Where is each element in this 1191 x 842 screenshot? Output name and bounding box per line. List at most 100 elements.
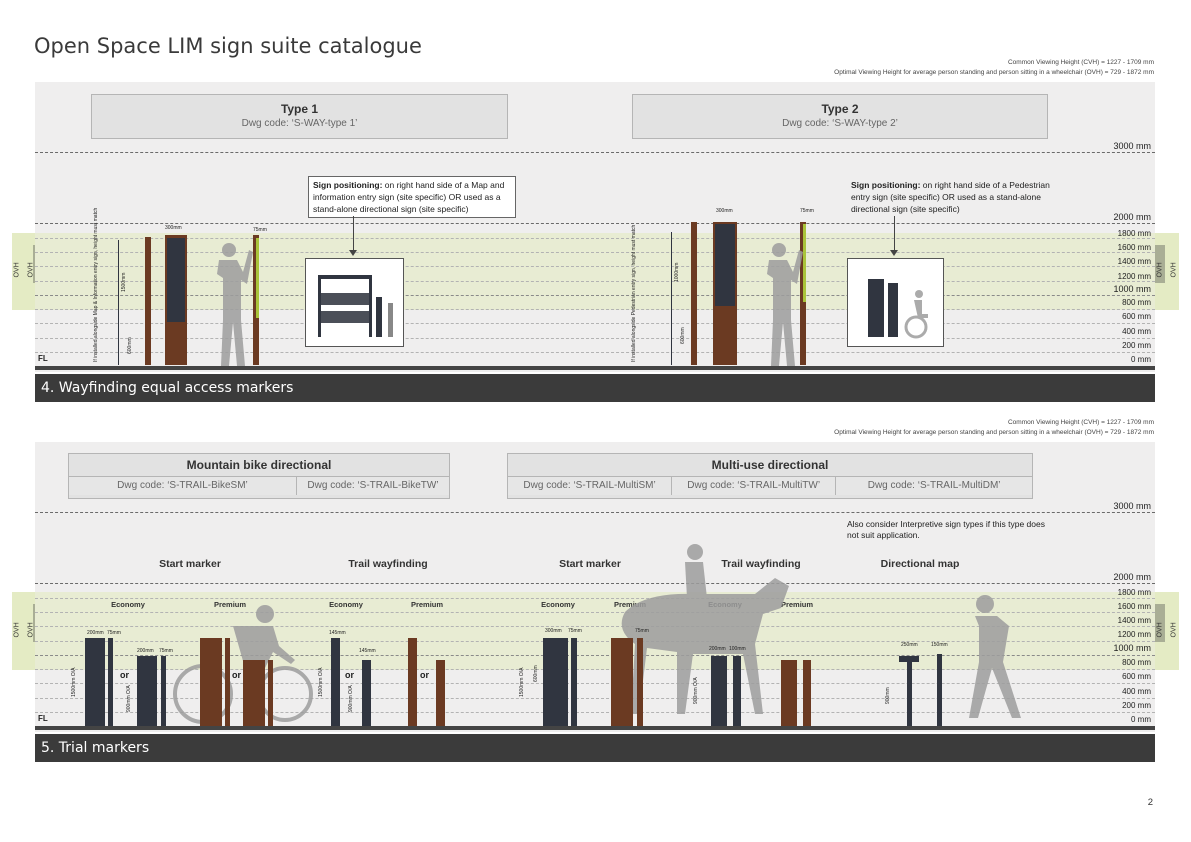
mtb-code-tw: Dwg code: ‘S-TRAIL-BikeTW’ xyxy=(295,477,449,495)
line-400 xyxy=(35,338,1155,339)
floor-label-2: FL xyxy=(38,714,48,723)
type1-inset xyxy=(305,258,404,347)
type2-arrow-head xyxy=(890,250,898,256)
line-800 xyxy=(35,309,1155,310)
line-1800-2 xyxy=(35,598,1155,599)
multi-start-premium-w75: 75mm xyxy=(635,628,649,634)
type1-title: Type 1 xyxy=(280,102,319,116)
type2-sign-panel xyxy=(715,224,735,306)
mtb-trail-premium-short xyxy=(436,660,445,726)
type2-edge-stripe xyxy=(803,224,806,302)
inset-frame-left xyxy=(318,275,321,337)
dim-line xyxy=(118,240,119,365)
ovh-note: Optimal Viewing Height for average perso… xyxy=(834,69,1154,76)
tier-premium-2: Premium xyxy=(410,600,444,609)
multi-code-sm: Dwg code: ‘S-TRAIL-MultiSM’ xyxy=(508,477,672,495)
type2-inset xyxy=(847,258,944,347)
multi-trail-economy-sign xyxy=(711,656,727,726)
label-1600-2: 1600 mm xyxy=(1117,602,1151,611)
label-0-2: 0 mm xyxy=(1131,715,1151,724)
group-mtb-start: Start marker xyxy=(159,558,221,570)
multi-start-w300: 300mm xyxy=(545,628,562,634)
ovh-label-left: OVH xyxy=(13,262,21,278)
mtb-box: Mountain bike directional Dwg code: ‘S-T… xyxy=(68,453,450,499)
type2-width-75: 75mm xyxy=(800,208,814,214)
cvh-note: Common Viewing Height (CVH) = 1227 - 170… xyxy=(1007,59,1154,66)
ovh-label-left-inner: OVH xyxy=(27,262,35,278)
type2-callout-bold: Sign positioning: xyxy=(851,180,921,190)
line-200 xyxy=(35,352,1155,353)
multi-trail-w200: 200mm xyxy=(709,646,726,652)
label-2000-2: 2000 mm xyxy=(1113,572,1151,582)
multi-trail-economy-edge xyxy=(733,656,741,726)
multi-codes: Dwg code: ‘S-TRAIL-MultiSM’ Dwg code: ‘S… xyxy=(508,476,1032,495)
type2-side-post xyxy=(691,222,697,365)
inset-marker xyxy=(376,297,382,337)
mtb-start-premium-short xyxy=(243,660,265,726)
mtb-title: Mountain bike directional xyxy=(186,458,332,472)
inset-panel-b xyxy=(321,311,369,323)
label-1400: 1400 mm xyxy=(1117,257,1151,266)
section5-bar-label: 5. Trial markers xyxy=(41,740,150,756)
horse-rider-icon xyxy=(621,544,789,714)
type1-callout-box xyxy=(308,176,516,218)
line-3000-2 xyxy=(35,512,1155,513)
multi-trail-dim-900: 900mm O/A xyxy=(693,677,699,704)
multi-start-dim-600: 600mm xyxy=(533,665,539,682)
mtb-trail-w145: 145mm xyxy=(329,630,346,636)
inset-frame-top xyxy=(318,275,372,279)
multi-start-premium-edge xyxy=(637,638,643,726)
label-200-2: 200 mm xyxy=(1122,701,1151,710)
type2-code: Dwg code: ‘S-WAY-type 2’ xyxy=(782,118,898,129)
line-1800 xyxy=(35,238,1155,239)
mtb-trail-premium-post xyxy=(408,638,417,726)
type1-code: Dwg code: ‘S-WAY-type 1’ xyxy=(241,118,358,129)
mtb-code-sm: Dwg code: ‘S-TRAIL-BikeSM’ xyxy=(69,477,296,495)
cvh-note-2: Common Viewing Height (CVH) = 1227 - 170… xyxy=(1007,419,1154,426)
floor-line xyxy=(35,366,1155,370)
label-1200: 1200 mm xyxy=(1117,272,1151,281)
type1-callout: Sign positioning: on right hand side of … xyxy=(313,179,513,215)
inset-person xyxy=(388,303,393,337)
label-1400-2: 1400 mm xyxy=(1117,616,1151,625)
ovh-label-right-inner-2: OVH xyxy=(1156,622,1164,638)
hiker-icon xyxy=(969,595,1021,718)
ovh-label-left-2: OVH xyxy=(13,622,21,638)
mtb-start-dim-1500: 1500mm O/A xyxy=(71,667,77,697)
map-w250: 250mm xyxy=(901,642,918,648)
mtb-codes: Dwg code: ‘S-TRAIL-BikeSM’ Dwg code: ‘S-… xyxy=(69,476,449,495)
tier-premium-1: Premium xyxy=(213,600,247,609)
map-lectern-head xyxy=(899,656,919,662)
inset-panel-a xyxy=(321,293,369,305)
multi-start-premium-sign xyxy=(611,638,633,726)
or-label-2: or xyxy=(232,670,241,680)
multi-trail-premium-edge xyxy=(803,660,811,726)
map-w150: 150mm xyxy=(931,642,948,648)
line-1000 xyxy=(35,295,1155,296)
mtb-trail-economy-short xyxy=(362,660,371,726)
multi-trail-w100: 100mm xyxy=(729,646,746,652)
section5-bar: 5. Trial markers xyxy=(35,734,1155,762)
label-1200-2: 1200 mm xyxy=(1117,630,1151,639)
multi-trail-premium-sign xyxy=(781,660,797,726)
type2-callout: Sign positioning: on right hand side of … xyxy=(851,179,1051,215)
mtb-start-economy-edge xyxy=(108,638,113,726)
standing-person-icon xyxy=(217,243,253,366)
label-600-2: 600 mm xyxy=(1122,672,1151,681)
mtb-start-premium-short-edge xyxy=(268,660,273,726)
line-800-2 xyxy=(35,669,1155,670)
ovh-label-right: OVH xyxy=(1170,262,1178,278)
floor-line-2 xyxy=(35,726,1155,730)
type1-dim-1500: 1500mm xyxy=(121,272,127,292)
mtb-start-dim-900: 900mm O/A xyxy=(126,685,132,712)
map-side-post xyxy=(937,654,942,726)
section5-panel: Mountain bike directional Dwg code: ‘S-T… xyxy=(35,442,1155,732)
type2-dim-600: 600mm xyxy=(680,327,686,344)
multi-start-w75: 75mm xyxy=(568,628,582,634)
mtb-start-w200: 200mm xyxy=(87,630,104,636)
ovh-tab-right-2 xyxy=(1155,592,1179,670)
type1-callout-bold: Sign positioning: xyxy=(313,180,383,190)
page-number: 2 xyxy=(1147,797,1153,808)
type2-title: Type 2 xyxy=(821,102,859,116)
multi-start-economy-sign xyxy=(543,638,568,726)
